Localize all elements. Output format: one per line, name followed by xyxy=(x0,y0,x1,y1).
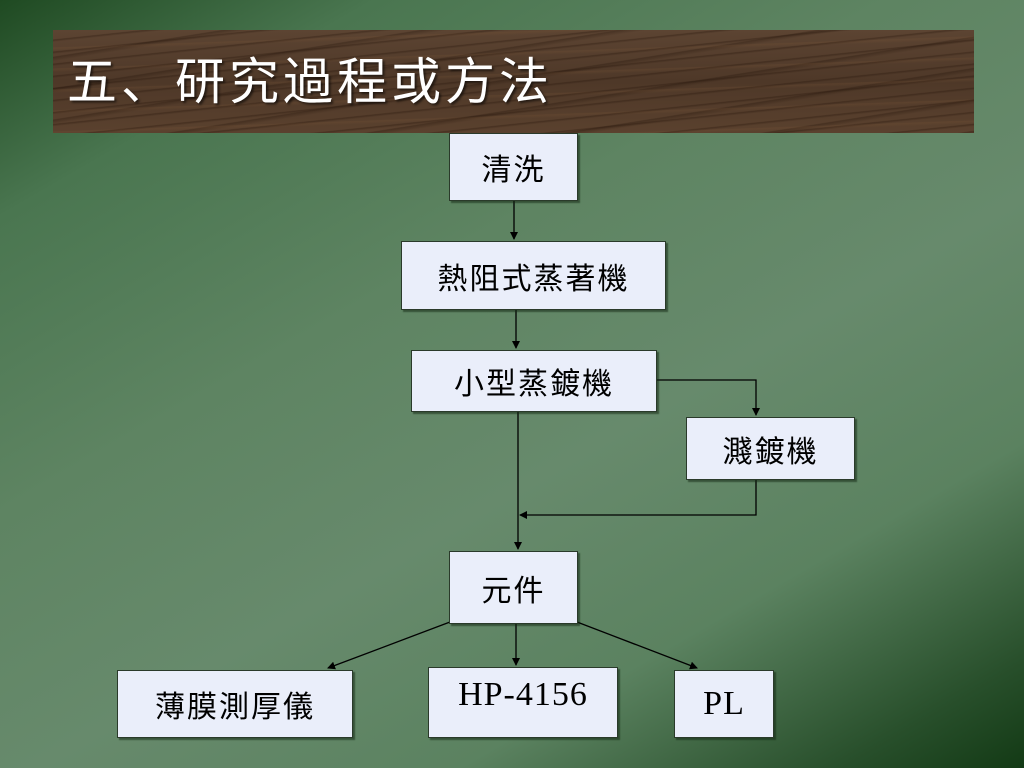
edge-device-to-thickness-meter xyxy=(327,621,451,670)
edge-small-evaporator-to-sputter xyxy=(657,379,760,416)
node-sputter: 濺鍍機 xyxy=(686,417,855,480)
node-pl: PL xyxy=(674,670,774,738)
node-thermal-evaporator: 熱阻式蒸著機 xyxy=(401,241,666,310)
node-clean: 清洗 xyxy=(449,133,578,201)
node-thickness-meter: 薄膜測厚儀 xyxy=(117,670,353,738)
node-small-evaporator: 小型蒸鍍機 xyxy=(411,350,657,412)
edge-device-to-pl xyxy=(576,621,698,670)
node-device: 元件 xyxy=(449,551,578,624)
title-bar: 五、研究過程或方法 xyxy=(53,30,974,133)
node-hp4156: HP-4156 xyxy=(428,667,618,738)
slide-title: 五、研究過程或方法 xyxy=(67,53,553,111)
edge-sputter-to-device xyxy=(519,480,757,519)
